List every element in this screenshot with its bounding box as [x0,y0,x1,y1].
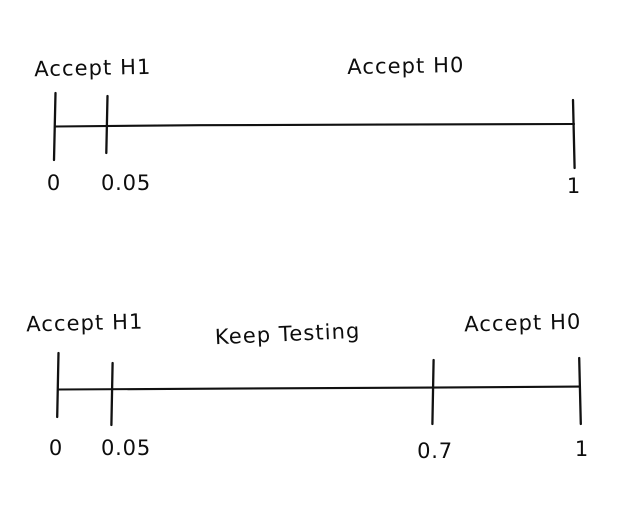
value-label-1-2: 1 [575,437,589,461]
value-label-005-2: 0.05 [101,436,151,460]
value-label-0-1: 0 [47,171,61,195]
value-label-005-1: 0.05 [101,171,151,195]
tick-mark-0-2 [56,351,60,419]
value-label-0-2: 0 [49,436,63,460]
tick-mark-0.7-2 [431,358,435,426]
axis-line-2 [56,385,582,391]
tick-mark-0.05 [105,94,109,155]
axis-line-1 [53,122,576,128]
region-label-accept-h0-1: Accept H0 [347,53,465,79]
region-label-keep-testing: Keep Testing [214,319,361,350]
value-label-07-2: 0.7 [417,439,453,463]
diagram-two-thresholds: Accept H1 Keep Testing Accept H0 0 0.05 … [26,310,589,463]
region-label-accept-h1-2: Accept H1 [26,310,144,337]
region-label-accept-h1-1: Accept H1 [34,55,152,81]
tick-mark-1-2 [578,356,582,426]
tick-mark-0.05-2 [110,361,114,427]
region-label-accept-h0-2: Accept H0 [464,310,582,337]
tick-mark-0 [52,91,57,162]
value-label-1-1: 1 [567,174,581,198]
diagram-single-threshold: Accept H1 Accept H0 0 0.05 1 [34,53,581,198]
tick-mark-1 [571,98,576,170]
